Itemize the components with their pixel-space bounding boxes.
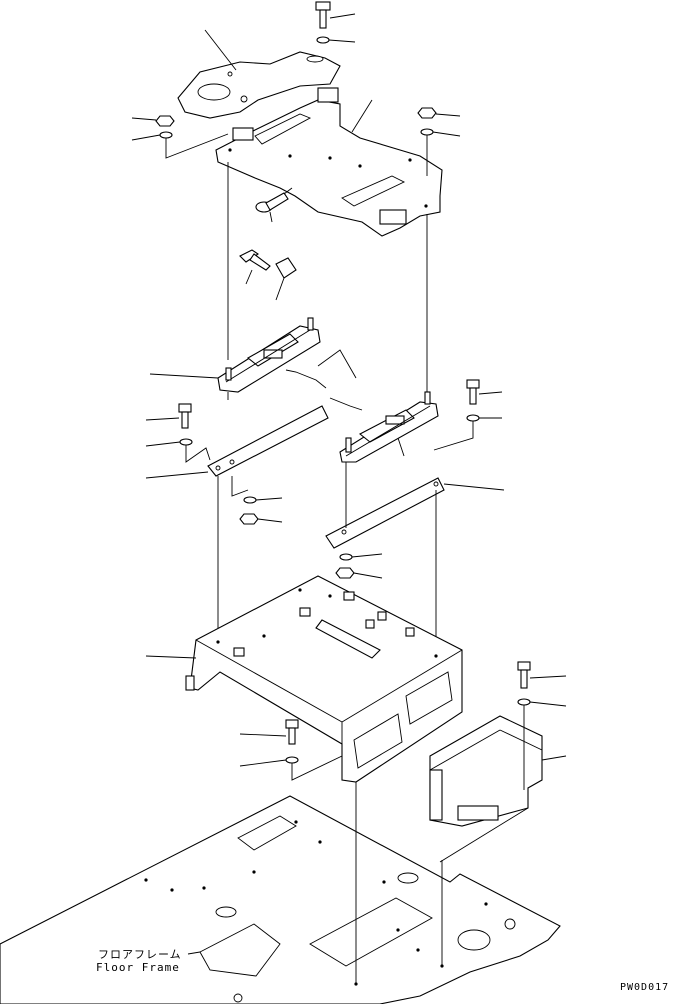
right-lower-washer	[339, 553, 383, 561]
left-bolt-washer	[145, 438, 211, 463]
drawing-code: PW0D017	[620, 982, 670, 993]
springs	[285, 349, 363, 411]
right-nut	[417, 107, 461, 119]
left-spacer-bar	[145, 405, 329, 497]
top-bolt	[315, 1, 356, 29]
seat-top-plate	[177, 29, 341, 119]
seat-base-frame	[145, 575, 463, 783]
floor-frame-leader	[187, 951, 201, 955]
floor-frame	[0, 795, 561, 1005]
floor-frame-label-jp: フロアフレーム	[98, 948, 182, 961]
left-slide-rail	[149, 317, 321, 400]
right-spacer-bar	[325, 462, 505, 549]
bracket-plate	[215, 87, 443, 237]
left-nut	[131, 115, 175, 127]
left-bolt	[145, 403, 192, 429]
right-washer	[420, 128, 461, 176]
side-cover-washer	[517, 698, 567, 790]
top-washer	[316, 36, 356, 44]
base-bolt	[239, 719, 299, 745]
base-washer	[239, 755, 343, 781]
right-bolt-washer	[433, 414, 502, 451]
left-washer	[131, 131, 229, 159]
left-lower-washer	[243, 496, 283, 504]
floor-frame-label-en: Floor Frame	[96, 961, 180, 974]
side-cover-bolt	[517, 661, 567, 689]
spring-clip	[275, 257, 297, 301]
side-cover	[429, 715, 567, 827]
left-lower-nut	[239, 513, 283, 525]
right-bolt	[466, 379, 503, 405]
lock-pin	[239, 249, 271, 285]
pin	[255, 187, 293, 223]
right-slide-rail	[339, 391, 439, 463]
right-lower-nut	[335, 567, 383, 579]
